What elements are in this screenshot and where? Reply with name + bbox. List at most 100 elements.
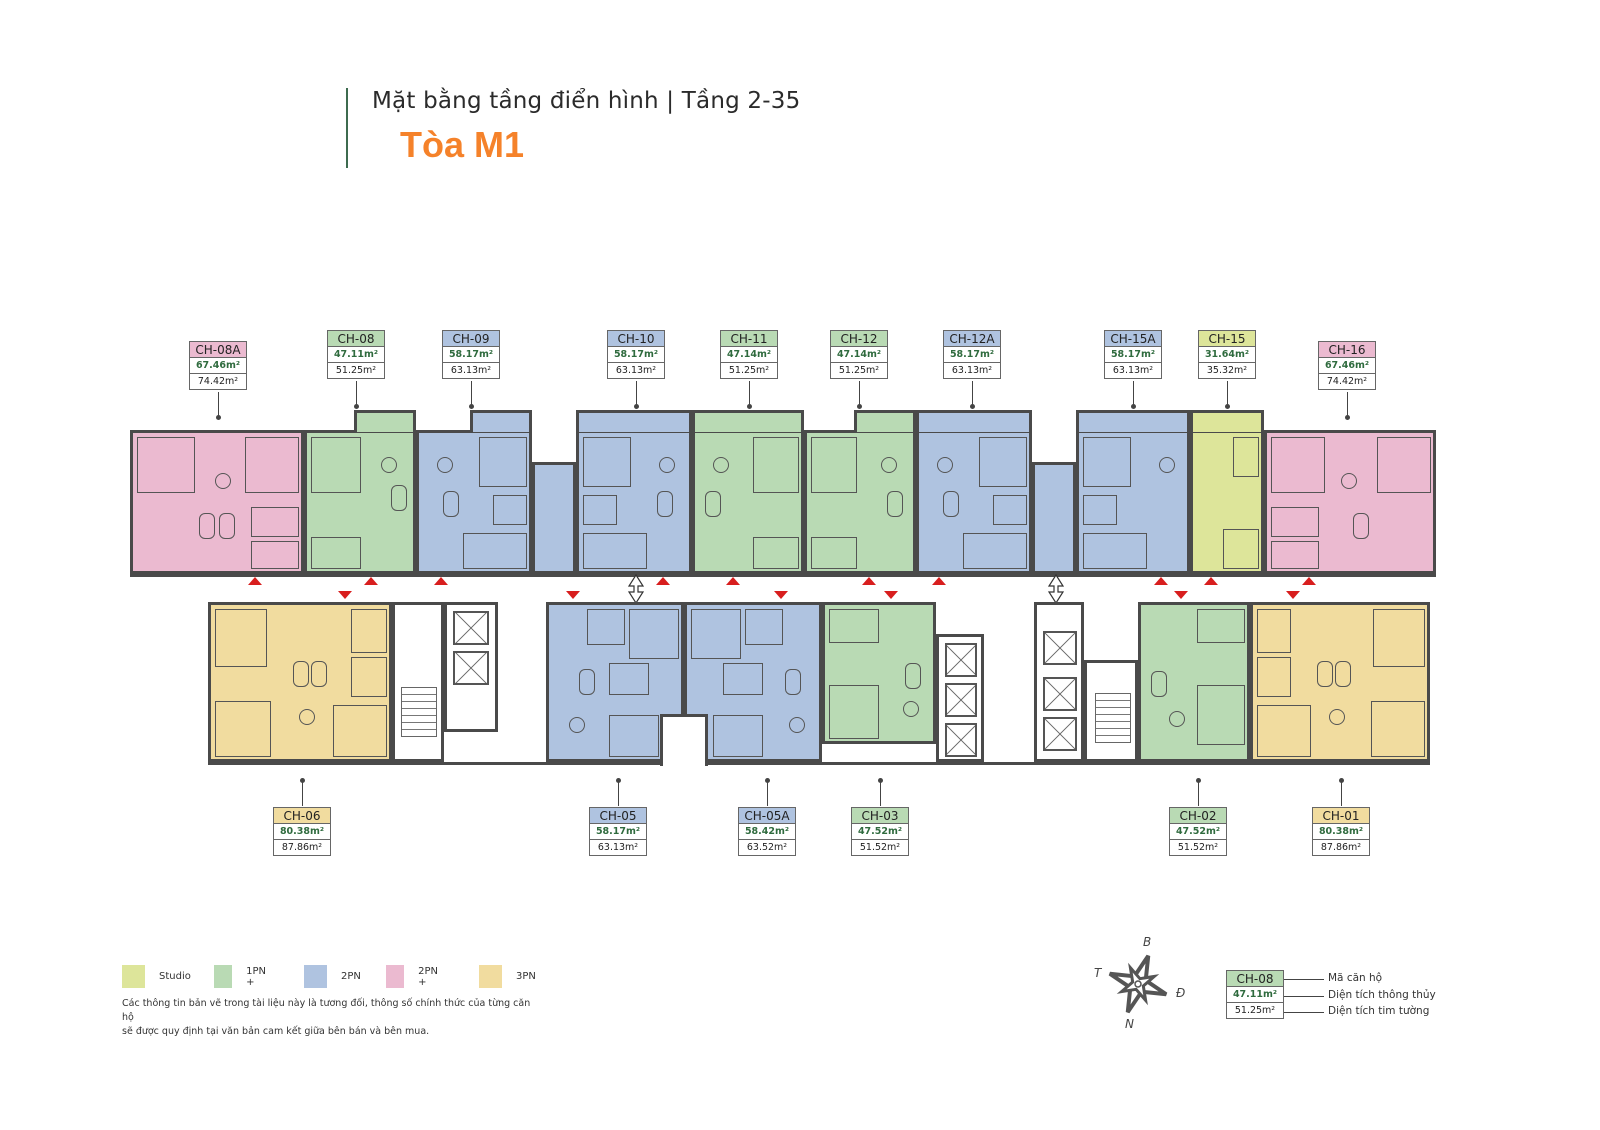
balcony-ch-12a — [916, 410, 1032, 432]
unit-ch-15[interactable] — [1190, 430, 1264, 574]
unit-ch-15a[interactable] — [1076, 430, 1190, 574]
dining-set — [1335, 661, 1351, 687]
balcony-ch-11 — [692, 410, 804, 432]
round-table — [437, 457, 453, 473]
unit-ch-11[interactable] — [692, 430, 804, 574]
net-area: 80.38m² — [273, 824, 331, 840]
unit-ch-09[interactable] — [416, 430, 532, 574]
net-area: 47.52m² — [1169, 824, 1227, 840]
bedroom — [1373, 609, 1425, 667]
unit-ch-03[interactable] — [822, 602, 936, 744]
round-table — [1159, 457, 1175, 473]
corridor-wall-bottom — [208, 762, 1430, 765]
unit-label-ch-09[interactable]: CH-09 58.17m² 63.13m² — [442, 330, 500, 379]
legend-item-studio: Studio — [122, 965, 191, 988]
unit-ch-06[interactable] — [208, 602, 392, 762]
key-connector — [1284, 996, 1324, 997]
unit-label-ch-15[interactable]: CH-15 31.64m² 35.32m² — [1198, 330, 1256, 379]
leader-line — [765, 778, 770, 806]
leader-line — [747, 381, 752, 409]
round-table — [215, 473, 231, 489]
legend-item-2pn: 2PN — [304, 965, 361, 988]
unit-label-ch-10[interactable]: CH-10 58.17m² 63.13m² — [607, 330, 665, 379]
net-area: 47.14m² — [720, 347, 778, 363]
round-table — [1329, 709, 1345, 725]
elevator — [1043, 717, 1077, 751]
unit-label-ch-08[interactable]: CH-08 47.11m² 51.25m² — [327, 330, 385, 379]
bedroom — [609, 715, 659, 757]
unit-code: CH-08A — [189, 341, 247, 358]
entry-marker — [1204, 577, 1218, 585]
unit-ch-12[interactable] — [804, 430, 916, 574]
gross-area: 87.86m² — [1312, 840, 1370, 856]
key-connector — [1284, 979, 1324, 980]
balcony-ch-08 — [354, 410, 416, 432]
entry-marker — [656, 577, 670, 585]
round-table — [903, 701, 919, 717]
dining-set — [905, 663, 921, 689]
bedroom — [713, 715, 763, 757]
balcony-ch-09 — [470, 410, 532, 432]
unit-code: CH-05A — [738, 807, 796, 824]
round-table — [937, 457, 953, 473]
elevator — [1043, 631, 1077, 665]
unit-ch-16[interactable] — [1264, 430, 1436, 574]
dining-set — [705, 491, 721, 517]
bedroom — [979, 437, 1027, 487]
label-key-sample: CH-08 47.11m² 51.25m² — [1226, 970, 1284, 1019]
gross-area: 63.13m² — [589, 840, 647, 856]
unit-code: CH-06 — [273, 807, 331, 824]
unit-label-ch-05a[interactable]: CH-05A 58.42m² 63.52m² — [738, 807, 796, 856]
net-area: 47.52m² — [851, 824, 909, 840]
unit-label-ch-12a[interactable]: CH-12A 58.17m² 63.13m² — [943, 330, 1001, 379]
bathroom — [1223, 529, 1259, 569]
gross-area: 63.13m² — [943, 363, 1001, 379]
unit-ch-02[interactable] — [1138, 602, 1250, 762]
unit-ch-12a[interactable] — [916, 430, 1032, 574]
bathroom — [1257, 657, 1291, 697]
unit-label-ch-03[interactable]: CH-03 47.52m² 51.52m² — [851, 807, 909, 856]
net-area: 31.64m² — [1198, 347, 1256, 363]
unit-ch-10[interactable] — [576, 430, 692, 574]
gross-area: 63.13m² — [442, 363, 500, 379]
unit-label-ch-15a[interactable]: CH-15A 58.17m² 63.13m² — [1104, 330, 1162, 379]
unit-ch-08a[interactable] — [130, 430, 304, 574]
unit-code: CH-11 — [720, 330, 778, 347]
unit-label-ch-12[interactable]: CH-12 47.14m² 51.25m² — [830, 330, 888, 379]
elevator — [453, 651, 489, 685]
bedroom — [1083, 533, 1147, 569]
unit-label-ch-11[interactable]: CH-11 47.14m² 51.25m² — [720, 330, 778, 379]
gross-area: 63.13m² — [607, 363, 665, 379]
bathroom — [587, 609, 625, 645]
elevator — [945, 643, 977, 677]
bathroom — [251, 541, 299, 569]
unit-label-ch-02[interactable]: CH-02 47.52m² 51.52m² — [1169, 807, 1227, 856]
unit-label-ch-08a[interactable]: CH-08A 67.46m² 74.42m² — [189, 341, 247, 390]
legend-label: Studio — [159, 971, 191, 982]
dining-set — [293, 661, 309, 687]
kitchen — [1233, 437, 1259, 477]
unit-code: CH-16 — [1318, 341, 1376, 358]
round-table — [881, 457, 897, 473]
dining-set — [579, 669, 595, 695]
leader-line — [857, 381, 862, 409]
unit-code: CH-15 — [1198, 330, 1256, 347]
gross-area: 74.42m² — [1318, 374, 1376, 390]
bedroom — [1271, 437, 1325, 493]
unit-ch-01[interactable] — [1250, 602, 1430, 762]
bathroom — [351, 609, 387, 653]
unit-ch-08[interactable] — [304, 430, 416, 574]
unit-label-ch-16[interactable]: CH-16 67.46m² 74.42m² — [1318, 341, 1376, 390]
bedroom — [583, 437, 631, 487]
bedroom — [215, 701, 271, 757]
dining-set — [887, 491, 903, 517]
unit-label-ch-01[interactable]: CH-01 80.38m² 87.86m² — [1312, 807, 1370, 856]
entry-marker — [1154, 577, 1168, 585]
plan-subtitle: Mặt bằng tầng điển hình | Tầng 2-35 — [372, 88, 801, 114]
unit-label-ch-06[interactable]: CH-06 80.38m² 87.86m² — [273, 807, 331, 856]
stairs — [1095, 693, 1131, 743]
bedroom — [963, 533, 1027, 569]
unit-label-ch-05[interactable]: CH-05 58.17m² 63.13m² — [589, 807, 647, 856]
bathroom — [351, 657, 387, 697]
legend-label: 1PN + — [246, 965, 266, 988]
